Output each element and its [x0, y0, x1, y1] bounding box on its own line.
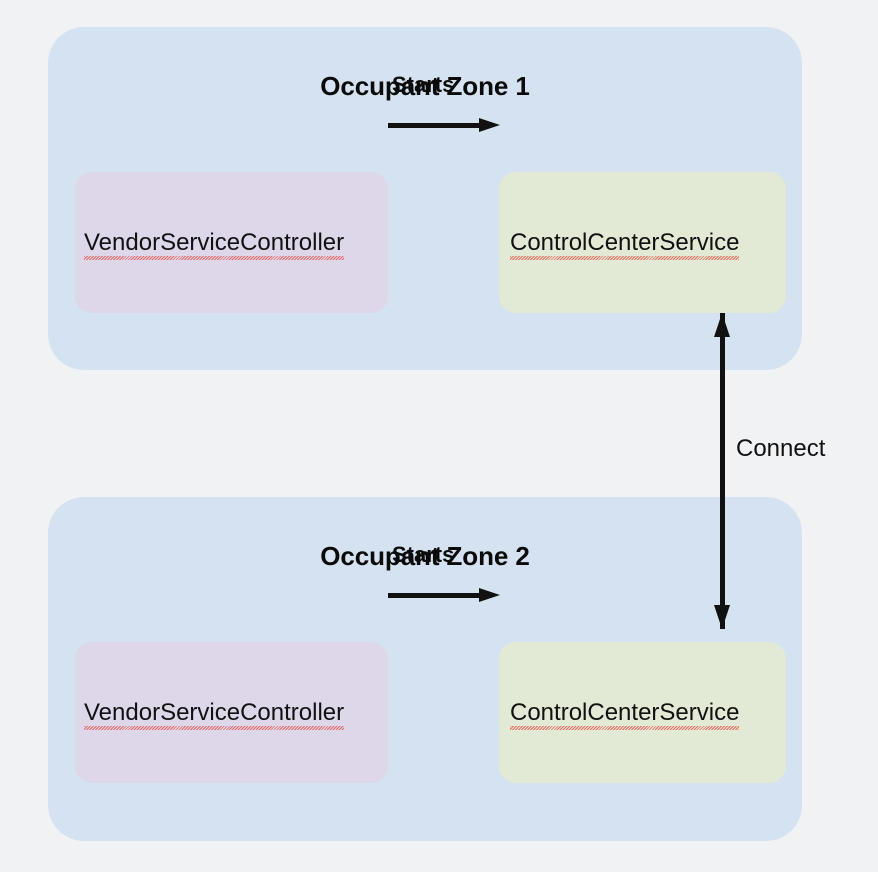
arrow-shaft	[720, 313, 725, 629]
arrow-shaft	[388, 123, 480, 128]
occupant-zone-1-title: Occupant Zone 1	[320, 71, 530, 101]
occupant-zone-2-title: Occupant Zone 2	[320, 541, 530, 571]
node-label: ControlCenterService	[499, 230, 740, 261]
starts-arrow-zone-1	[388, 118, 500, 132]
node-label: VendorServiceController	[75, 700, 345, 731]
node-vendor-service-controller-zone-2[interactable]: VendorServiceController	[75, 642, 388, 783]
arrow-shaft	[388, 593, 480, 598]
arrowhead-right-icon	[479, 118, 500, 132]
connect-edge-label: Connect	[736, 435, 826, 462]
node-control-center-service-zone-2[interactable]: ControlCenterService	[499, 642, 786, 783]
connect-bidirectional-arrow	[714, 313, 731, 629]
occupant-zone-1-container: Occupant Zone 1 VendorServiceController …	[48, 27, 802, 370]
node-control-center-service-zone-1[interactable]: ControlCenterService	[499, 172, 786, 313]
node-vendor-service-controller-zone-1[interactable]: VendorServiceController	[75, 172, 388, 313]
node-label: VendorServiceController	[75, 230, 345, 261]
arrowhead-down-icon	[714, 605, 730, 629]
occupant-zone-2-container: Occupant Zone 2 VendorServiceController …	[48, 497, 802, 841]
starts-arrow-zone-2	[388, 588, 500, 602]
arrowhead-right-icon	[479, 588, 500, 602]
starts-edge-label-zone-1: Starts	[392, 72, 455, 97]
starts-edge-label-zone-2: Starts	[392, 542, 455, 567]
node-label: ControlCenterService	[499, 700, 740, 731]
